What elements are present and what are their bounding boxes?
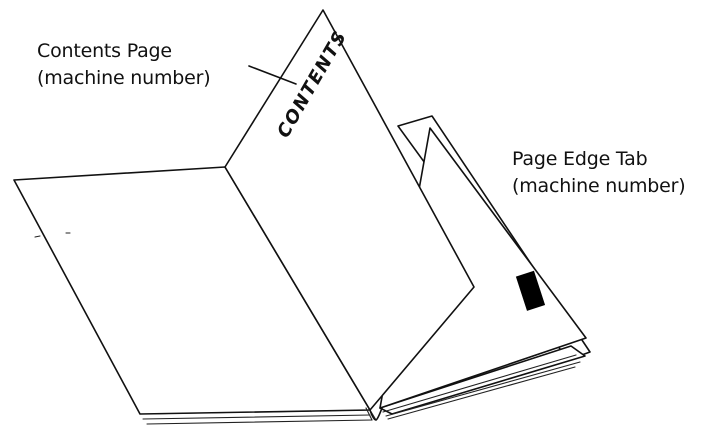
page-edge-tab-label-line2: (machine number) <box>512 175 686 197</box>
page-edge-tab <box>515 270 546 311</box>
contents-page-label: Contents Page (machine number) <box>37 38 211 92</box>
book-spine <box>365 407 383 421</box>
page-mark <box>34 235 41 238</box>
page-edge-tab-label: Page Edge Tab (machine number) <box>512 146 686 200</box>
contents-page <box>224 9 475 411</box>
contents-page-label-line2: (machine number) <box>37 67 211 89</box>
contents-page-label-line1: Contents Page <box>37 40 172 62</box>
contents-leader-line <box>248 65 297 85</box>
page-edge-tab-label-line1: Page Edge Tab <box>512 148 648 170</box>
